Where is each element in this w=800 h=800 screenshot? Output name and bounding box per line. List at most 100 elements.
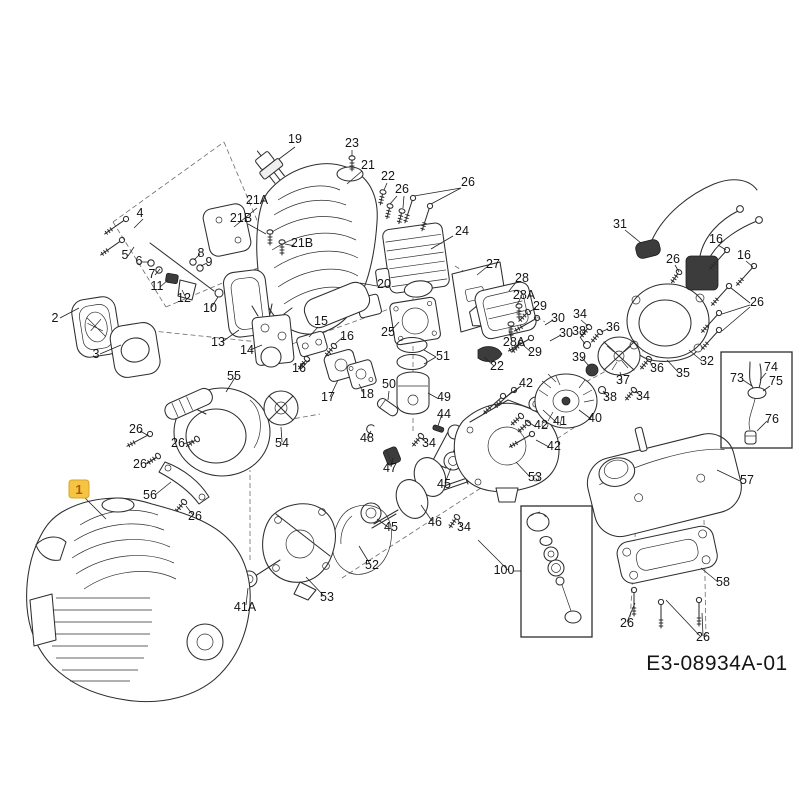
callout-labels: 19 23 21 22 26 26 21A 21B 21B 20 24 4 5 … xyxy=(52,132,783,644)
part-label: 9 xyxy=(206,255,213,269)
part-55-recoil-starter xyxy=(164,387,271,477)
part-36-screw xyxy=(588,327,605,345)
part-label: 4 xyxy=(137,206,144,220)
part-label: 20 xyxy=(377,277,391,291)
part-label: 21A xyxy=(246,193,269,207)
highlight-box xyxy=(68,479,90,499)
part-11-spacer xyxy=(165,272,179,285)
part-label: 26 xyxy=(750,295,764,309)
part-label: 37 xyxy=(616,373,630,387)
part-label: 29 xyxy=(528,345,542,359)
part-label: 73 xyxy=(730,371,744,385)
part-label: 36 xyxy=(606,320,620,334)
part-44-woodruff-key xyxy=(432,424,445,433)
part-15-gasket xyxy=(296,330,328,358)
part-label: 26 xyxy=(395,182,409,196)
part-26-screw xyxy=(630,586,638,617)
highlighted-part-label-1: 1 xyxy=(68,479,90,499)
part-2-filter-cover xyxy=(71,296,122,358)
part-label: 49 xyxy=(437,390,451,404)
part-label: 74 xyxy=(764,360,778,374)
part-21A-shroud-plate xyxy=(202,203,252,257)
part-label: 24 xyxy=(455,224,469,238)
part-label-1: 1 xyxy=(75,482,82,497)
part-label: 54 xyxy=(275,436,289,450)
leader-lines xyxy=(59,146,771,637)
part-37-starter-pulley-cup xyxy=(597,336,641,376)
part-label: 36 xyxy=(650,361,664,375)
part-33-ignition-coil xyxy=(685,205,763,291)
part-47-needle-bearing xyxy=(383,446,401,466)
part-label: 26 xyxy=(188,509,202,523)
part-16-screw xyxy=(734,261,759,288)
part-label: 16 xyxy=(340,329,354,343)
part-label: 30 xyxy=(551,311,565,325)
part-label: 31 xyxy=(613,217,627,231)
throttle-rod xyxy=(149,242,215,292)
part-label: 15 xyxy=(314,314,328,328)
part-label: 12 xyxy=(177,291,191,305)
inset-fuel-cap-assembly xyxy=(520,505,593,638)
part-label: 34 xyxy=(422,436,436,450)
part-label: 26 xyxy=(620,616,634,630)
part-label: 3 xyxy=(93,347,100,361)
part-label: 26 xyxy=(129,422,143,436)
part-32-fan-housing xyxy=(626,283,710,362)
part-label: 16 xyxy=(737,248,751,262)
part-8-washer xyxy=(189,258,197,266)
part-label: 41A xyxy=(234,600,257,614)
part-label: 53 xyxy=(320,590,334,604)
part-label: 53 xyxy=(528,470,542,484)
part-label: 21B xyxy=(291,236,313,250)
part-label: 11 xyxy=(151,279,164,293)
part-24-cylinder xyxy=(375,222,450,298)
part-26-screw xyxy=(401,194,417,225)
part-label: 100 xyxy=(494,563,515,577)
part-label: 27 xyxy=(486,257,500,271)
part-label: 17 xyxy=(321,390,335,404)
part-label: 19 xyxy=(288,132,302,146)
part-label: 58 xyxy=(716,575,730,589)
part-26-screw xyxy=(695,596,703,627)
part-label: 42 xyxy=(519,376,533,390)
part-3-filter-element xyxy=(109,322,161,378)
part-label: 30 xyxy=(559,326,573,340)
part-4-bolt xyxy=(102,214,131,237)
part-label: 22 xyxy=(381,169,395,183)
part-label: 45 xyxy=(384,520,398,534)
part-label: 42 xyxy=(534,418,548,432)
part-label: 26 xyxy=(171,436,185,450)
part-label: 35 xyxy=(676,366,690,380)
part-label: 46 xyxy=(428,515,442,529)
part-label: 25 xyxy=(381,325,395,339)
part-label: 26 xyxy=(133,457,147,471)
part-label: 38 xyxy=(572,324,586,338)
part-50-piston-pin xyxy=(376,398,399,417)
part-label: 8 xyxy=(198,246,205,260)
part-label: 44 xyxy=(437,407,451,421)
part-22-wire-clip xyxy=(477,346,503,362)
part-45-bearing xyxy=(360,502,382,524)
part-label: 16 xyxy=(709,232,723,246)
part-26-screw xyxy=(383,202,394,220)
part-31-ignition-switch xyxy=(635,179,758,259)
part-label: 23 xyxy=(345,136,359,150)
part-label: 28 xyxy=(515,271,529,285)
part-label: 29 xyxy=(533,299,547,313)
part-9-nut xyxy=(196,264,204,272)
part-label: 42 xyxy=(547,439,561,453)
part-label: 40 xyxy=(588,411,602,425)
part-40-flywheel xyxy=(534,373,598,429)
part-6-washer xyxy=(147,259,155,267)
part-label: 51 xyxy=(436,349,450,363)
part-label: 28A xyxy=(503,335,526,349)
part-label: 18 xyxy=(360,387,374,401)
part-label: 16 xyxy=(292,361,306,375)
part-label: 52 xyxy=(365,558,379,572)
part-38-washer xyxy=(582,340,592,350)
part-label: 55 xyxy=(227,369,241,383)
part-label: 45 xyxy=(437,477,451,491)
part-54-starter-pulley xyxy=(263,390,299,426)
part-label: 6 xyxy=(136,254,143,268)
part-label: 21 xyxy=(361,158,375,172)
